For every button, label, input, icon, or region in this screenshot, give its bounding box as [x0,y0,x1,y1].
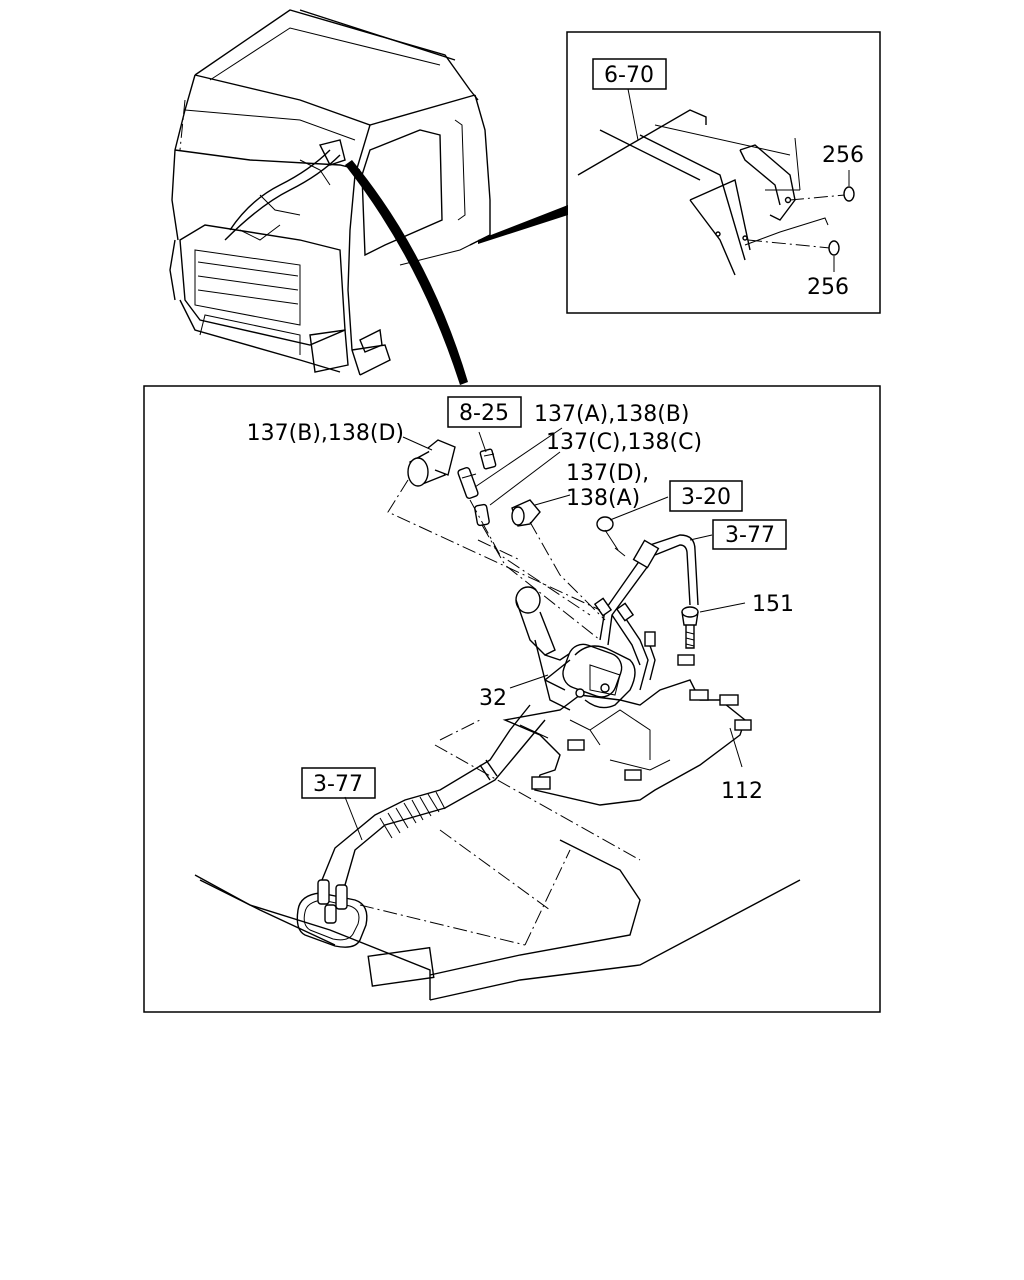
corrugated-hose-section [379,791,446,839]
callout-137a-138b: 137(A),138(B) [534,402,689,427]
check-valve-137a-138b [457,466,479,500]
washer-pump-motor [515,586,636,711]
callout-256-lower: 256 [807,275,849,300]
grommet-256-lower [828,240,840,256]
callout-32: 32 [479,686,507,711]
washer-hose-upper [649,534,699,606]
inset-pointer-wedge [478,205,568,244]
floor-panel-cutout [367,946,435,987]
connector-8-25 [479,448,497,470]
grommet-256-upper [843,186,855,202]
callout-112: 112 [721,779,763,804]
ref-box-3-77-lower [301,767,376,799]
hose-grommet-plate [296,892,368,948]
callout-151: 151 [752,592,794,617]
callout-256-upper: 256 [822,143,864,168]
ref-box-3-77-upper [712,519,787,550]
ref-3-77-upper: 3-77 [725,523,775,548]
callout-137d: 137(D), [566,461,649,486]
main-detail: 137(B),138(D) 8-25 137(A),138(B) 137(C),… [143,385,881,1013]
elbow-137d-138a [511,499,541,527]
truck-cab-illustration [169,9,568,385]
ref-box-8-25 [447,396,522,428]
callout-137b-138d: 137(B),138(D) [247,421,404,446]
detail-pointer-arc [345,160,468,385]
callout-138a: 138(A) [566,486,640,511]
ref-6-70: 6-70 [604,63,654,88]
inset-detail: 6-70 256 256 [566,31,881,314]
callout-137c-138c: 137(C),138(C) [546,430,702,455]
elbow-fitting-137b-138d [407,439,456,487]
ref-8-25: 8-25 [459,401,509,426]
pump-mounting-bracket [502,679,746,806]
bolt-151 [681,606,699,649]
ref-3-20: 3-20 [681,485,731,510]
ref-box-3-20 [669,480,743,512]
ref-3-77-lower: 3-77 [313,772,363,797]
ref-box-6-70 [592,58,667,90]
